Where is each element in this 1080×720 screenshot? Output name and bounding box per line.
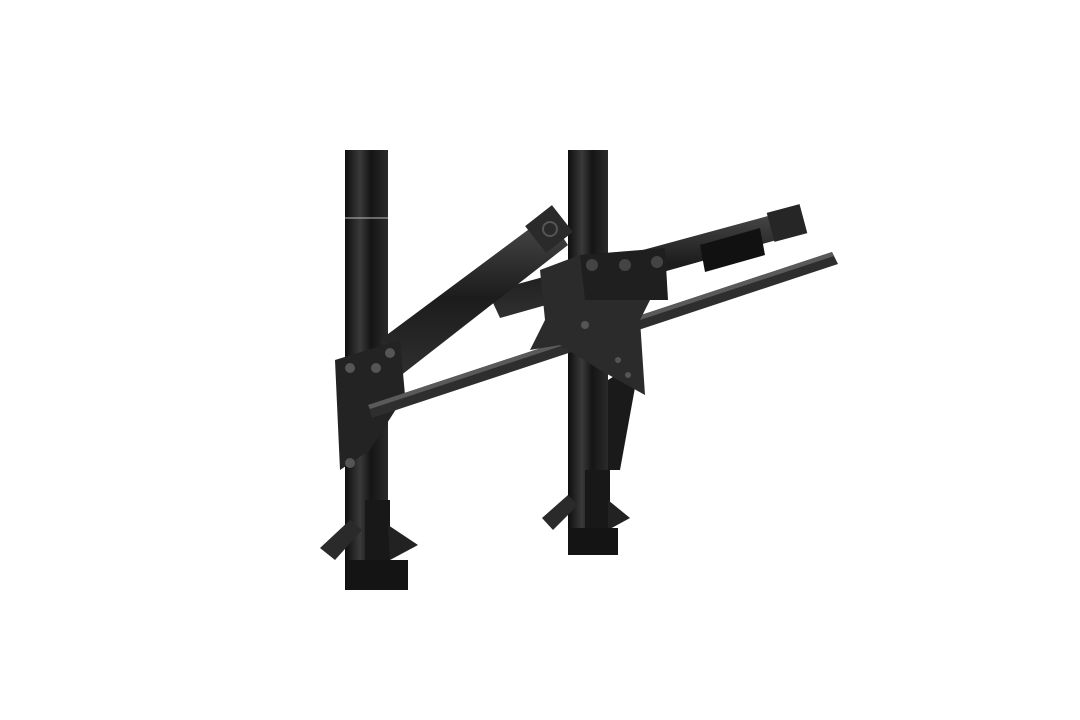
left-foot-bracket <box>320 500 418 590</box>
right-foot-bracket <box>542 470 630 555</box>
diagonal-support-beam <box>380 205 573 380</box>
vesa-mount-plate <box>530 248 668 395</box>
